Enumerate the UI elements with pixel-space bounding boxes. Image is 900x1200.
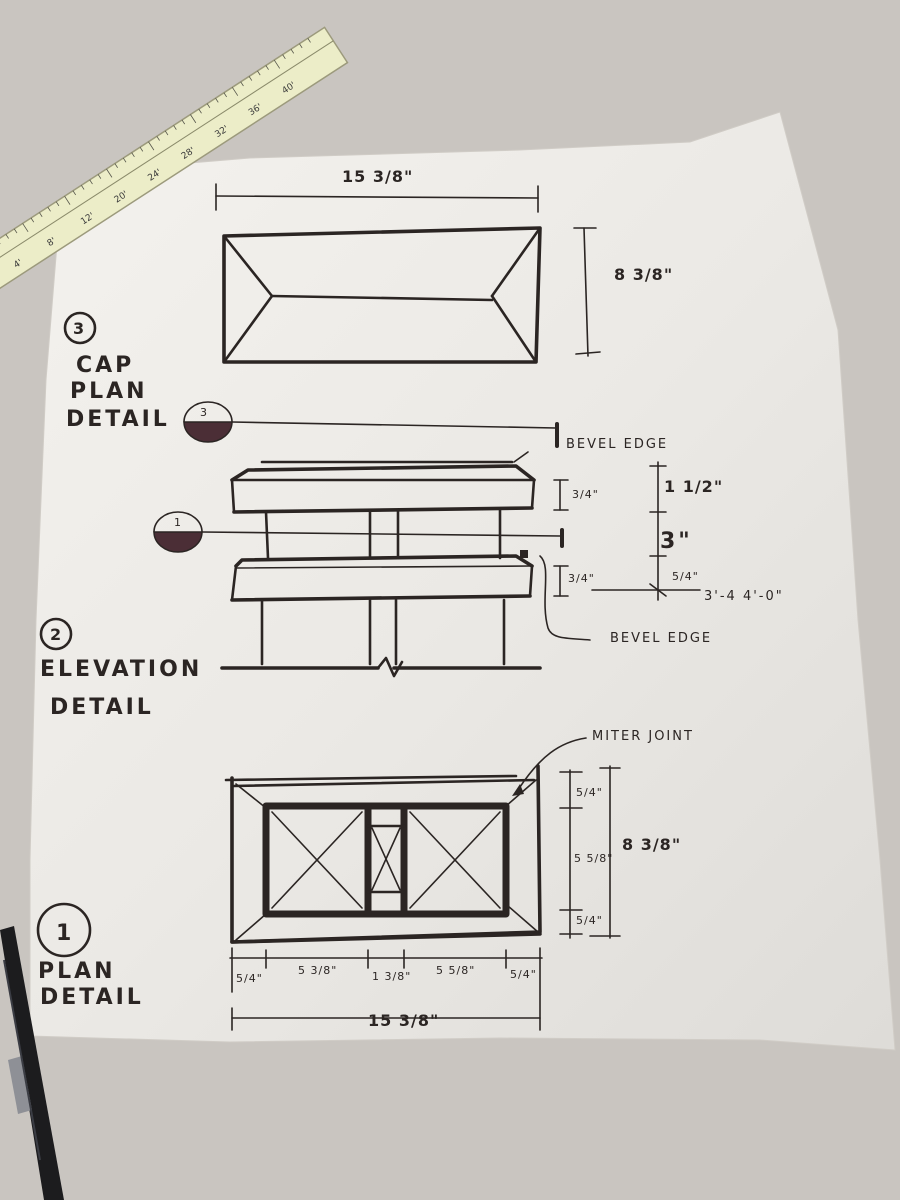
plan-drawing xyxy=(224,737,621,1031)
ruler-tick xyxy=(22,223,29,233)
ruler-tick xyxy=(290,48,295,54)
section-marker-top-number: 3 xyxy=(200,406,208,419)
floor-height-label: 3'-4 4'-0" xyxy=(704,589,784,604)
elevation-number: 2 xyxy=(50,625,62,644)
ruler-tick xyxy=(156,136,160,141)
ruler-tick xyxy=(81,185,85,190)
ruler-tick xyxy=(215,97,219,103)
ruler-tick xyxy=(307,38,311,43)
plan-right-dim-1: 5/4" xyxy=(576,786,603,799)
plan-title-line-2: DETAIL xyxy=(40,985,144,1010)
ruler-tick xyxy=(97,174,102,179)
ruler-tick xyxy=(13,228,18,234)
ruler-tick xyxy=(55,201,60,207)
bevel-edge-bottom-label: BEVEL EDGE xyxy=(610,631,712,646)
ruler-tick xyxy=(114,163,118,168)
plan-bottom-dim-3: 1 3/8" xyxy=(372,970,411,983)
ruler-tick xyxy=(257,70,261,76)
elevation-title-line-1: ELEVATION xyxy=(40,657,202,682)
dim-lower-label: 5/4" xyxy=(672,570,699,583)
cap-plan-number: 3 xyxy=(73,319,85,338)
plan-callout: 1 PLAN DETAIL xyxy=(36,902,144,1010)
plan-bottom-dim-4: 5 5/8" xyxy=(436,964,475,977)
elevation-drawing xyxy=(153,401,701,678)
ruler-tick xyxy=(299,43,303,49)
bevel-edge-top-label: BEVEL EDGE xyxy=(566,437,668,452)
plan-right-dim-3: 5/4" xyxy=(576,914,603,927)
plan-right-dim-2: 5 5/8" xyxy=(574,852,613,865)
architect-scale-ruler: 4'8'12'20'24'28'32'36'40' xyxy=(0,26,349,293)
cap-plan-title-line-1: CAP xyxy=(76,353,134,378)
ruler-tick xyxy=(190,114,197,124)
dim-middle-label: 3" xyxy=(660,529,693,554)
dim-upper-label: 1 1/2" xyxy=(664,477,723,496)
ruler-tick xyxy=(248,76,253,81)
ruler-tick xyxy=(173,125,177,130)
cap-plan-title-line-3: DETAIL xyxy=(66,407,170,432)
plan-bottom-dim-5: 5/4" xyxy=(510,968,537,981)
ruler-tick xyxy=(5,234,9,239)
pen xyxy=(0,926,64,1200)
ruler-tick xyxy=(231,87,239,96)
ruler-tick xyxy=(39,212,43,217)
ruler-tick xyxy=(206,103,211,109)
ruler-tick xyxy=(72,190,77,196)
cap-plan-title-line-2: PLAN xyxy=(70,379,148,404)
ruler-tick xyxy=(131,152,135,158)
miter-joint-label: MITER JOINT xyxy=(592,729,694,744)
ruler-tick xyxy=(30,217,35,223)
elevation-title-line-2: DETAIL xyxy=(50,695,154,720)
ruler-tick xyxy=(282,54,286,60)
ruler-tick xyxy=(139,146,144,152)
ruler-tick xyxy=(164,130,169,136)
elevation-callout: 2 ELEVATION DETAIL xyxy=(39,617,202,720)
cap-plan-callout: 3 CAP PLAN DETAIL xyxy=(63,311,170,432)
ruler-tick xyxy=(106,168,113,178)
plan-bottom-dim-1: 5/4" xyxy=(236,972,263,985)
ruler-tick xyxy=(89,179,93,185)
ruler-tick xyxy=(181,119,186,125)
ruler-tick xyxy=(64,195,71,205)
plan-height-label: 8 3/8" xyxy=(622,835,681,854)
plan-width-label: 15 3/8" xyxy=(368,1011,439,1030)
plan-number: 1 xyxy=(56,921,74,946)
ruler-tick xyxy=(240,81,244,87)
cap-plan-drawing xyxy=(215,183,601,364)
cap-thickness-label: 3/4" xyxy=(572,488,599,501)
ruler-tick xyxy=(148,141,155,151)
ruler-tick xyxy=(198,108,202,114)
rail-thickness-label: 3/4" xyxy=(568,572,595,585)
plan-bottom-dim-2: 5 3/8" xyxy=(298,964,337,977)
ruler-tick xyxy=(273,59,281,69)
plan-title-line-1: PLAN xyxy=(38,959,116,984)
tracing-paper xyxy=(29,111,896,1051)
section-marker-mid-number: 1 xyxy=(174,516,182,529)
ruler-tick xyxy=(223,92,227,98)
ruler-tick xyxy=(265,65,269,70)
cap-plan-height-label: 8 3/8" xyxy=(614,265,673,284)
ruler-tick xyxy=(47,206,51,212)
ruler-tick xyxy=(122,157,127,163)
cap-plan-width-label: 15 3/8" xyxy=(342,167,413,186)
